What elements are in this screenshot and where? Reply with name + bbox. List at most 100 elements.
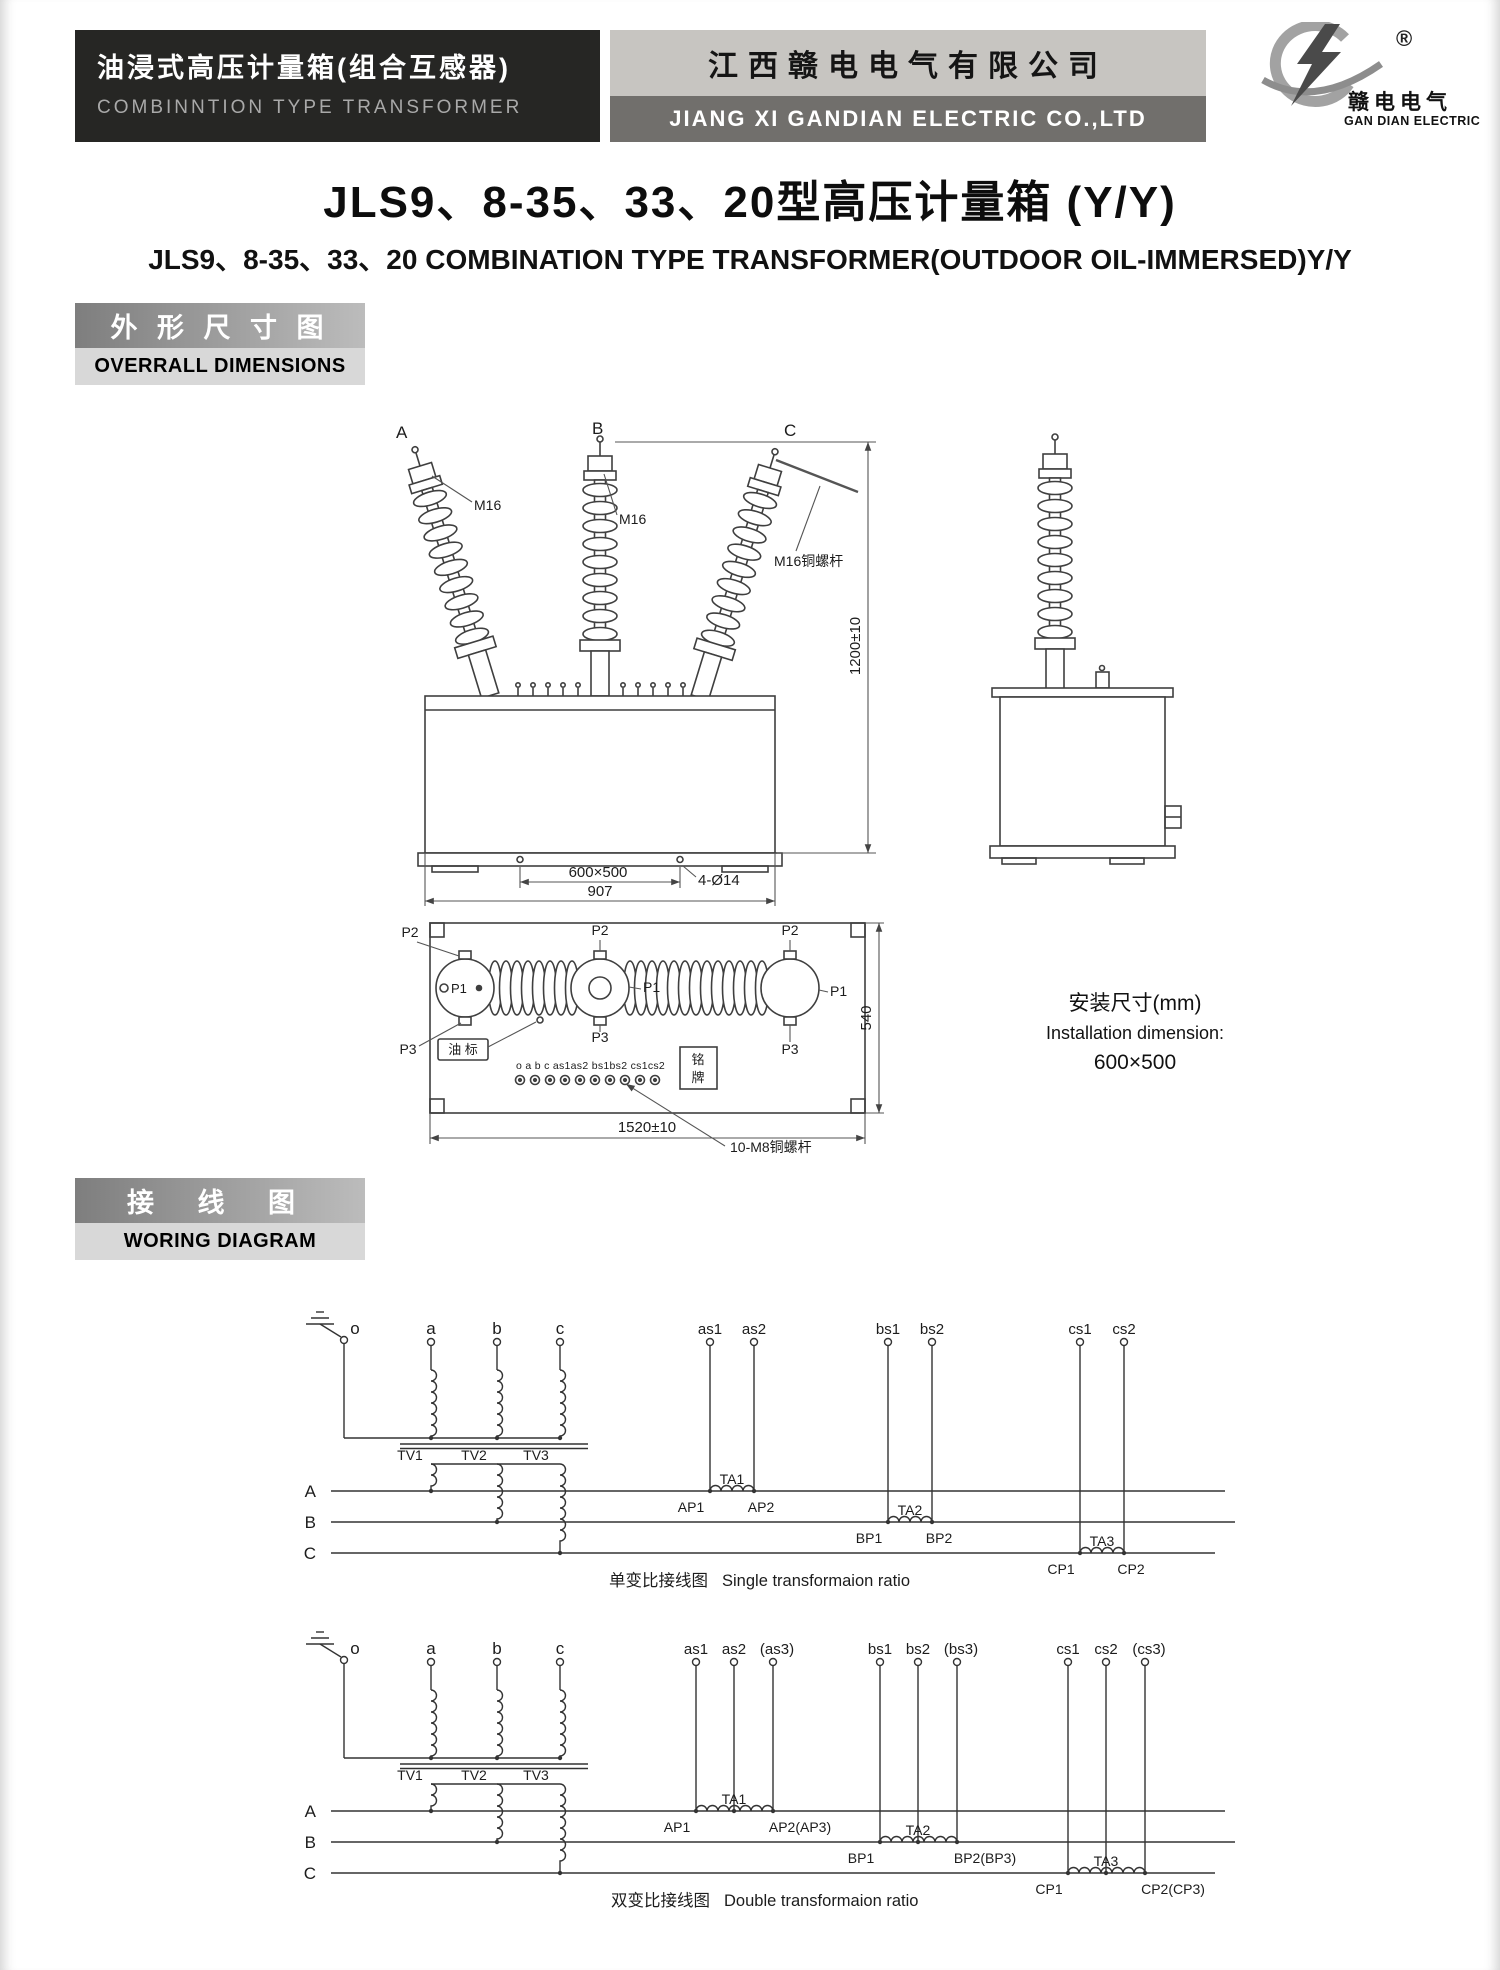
p2-label-right: P2 xyxy=(781,922,798,938)
cs1-label: cs1 xyxy=(1056,1641,1079,1658)
top-view-labels: P2 P2 P2 P1 P1 P1 P3 P3 P3 油 标 铭 牌 o a b… xyxy=(399,922,875,1155)
p2-label-left: P2 xyxy=(401,924,418,940)
terminal-o: o xyxy=(350,1319,359,1338)
page-subtitle: JLS9、8-35、33、20 COMBINATION TYPE TRANSFO… xyxy=(148,244,1352,275)
side-view xyxy=(989,433,1182,865)
cp2-label: CP2(CP3) xyxy=(1141,1881,1205,1897)
width-dimension: 907 xyxy=(587,883,612,900)
product-title-en: COMBINNTION TYPE TRANSFORMER xyxy=(97,97,523,118)
as2-label: as2 xyxy=(722,1641,746,1658)
ap1-label: AP1 xyxy=(678,1499,705,1515)
wiring-diagram-single: o a b c TV1 TV2 TV3 A B C as1 as2 bs1 bs… xyxy=(304,1311,1235,1590)
company-name-cn: 江西赣电电气有限公司 xyxy=(610,30,1206,96)
cs3-label: (cs3) xyxy=(1132,1641,1165,1658)
tv1-label: TV1 xyxy=(397,1447,423,1463)
phase-winding-right xyxy=(622,960,770,1016)
ta3-label: TA3 xyxy=(1090,1533,1115,1549)
caption-cn: 双变比接线图 xyxy=(611,1891,710,1910)
caption-en: Single transformaion ratio xyxy=(722,1572,910,1590)
bp1-label: BP1 xyxy=(856,1530,883,1546)
ta3-label: TA3 xyxy=(1094,1853,1119,1869)
bp2-label: BP2(BP3) xyxy=(954,1850,1016,1866)
outline-drawing: A B C M16 M16 M16铜螺杆 1200±10 600×500 4-Ø… xyxy=(394,419,1182,1155)
as1-label: as1 xyxy=(684,1641,708,1658)
ap2-label: AP2 xyxy=(748,1499,775,1515)
length-dimension: 1520±10 xyxy=(618,1119,676,1136)
phase-line-c: C xyxy=(304,1864,316,1883)
ap1-label: AP1 xyxy=(664,1819,691,1835)
phase-winding-left xyxy=(487,960,580,1016)
section-wiring-subtitle: WORING DIAGRAM xyxy=(75,1223,365,1260)
bushing-top-center xyxy=(570,958,630,1018)
registered-mark: ® xyxy=(1396,26,1413,51)
bs2-label: bs2 xyxy=(920,1321,944,1338)
terminal-a: a xyxy=(426,1639,436,1658)
top-view-outline xyxy=(429,922,866,1114)
secondary-terminal-strip xyxy=(514,1074,661,1086)
terminal-b: b xyxy=(492,1319,501,1338)
terminal-a: a xyxy=(426,1319,436,1338)
bp2-label: BP2 xyxy=(926,1530,953,1546)
height-dimension: 1200±10 xyxy=(847,617,864,675)
p1-label-right: P1 xyxy=(830,983,847,999)
wiring-diagram-double: o a b c TV1 TV2 TV3 A B C as1 as2 (as3) … xyxy=(304,1631,1235,1910)
front-view-labels: A B C M16 M16 M16铜螺杆 1200±10 600×500 4-Ø… xyxy=(396,419,864,900)
nameplate-char-2: 牌 xyxy=(691,1070,704,1085)
phase-b-label: B xyxy=(592,419,603,438)
tank-side xyxy=(999,696,1166,847)
cs1-label: cs1 xyxy=(1068,1321,1091,1338)
base-dimension: 600×500 xyxy=(569,864,628,881)
top-view-dimensions xyxy=(416,922,884,1147)
base-plate xyxy=(417,852,783,867)
oil-gauge-label: 油 标 xyxy=(448,1042,478,1057)
ta2-label: TA2 xyxy=(906,1822,931,1838)
bs2-label: bs2 xyxy=(906,1641,930,1658)
company-banner: 江西赣电电气有限公司 JIANG XI GANDIAN ELECTRIC CO.… xyxy=(610,30,1206,142)
studs-label: 10-M8铜螺杆 xyxy=(730,1139,812,1155)
phase-line-b: B xyxy=(305,1833,316,1852)
logo-text-en: GAN DIAN ELECTRIC xyxy=(1344,114,1481,128)
phase-line-b: B xyxy=(305,1513,316,1532)
cs2-label: cs2 xyxy=(1112,1321,1135,1338)
section-dimensions-badge: 外 形 尺 寸 图 xyxy=(75,303,365,348)
install-dimension: 600×500 xyxy=(1093,1050,1177,1074)
install-line-en: Installation dimension: xyxy=(1045,1022,1225,1043)
p3-label-left: P3 xyxy=(399,1041,416,1057)
caption-cn: 单变比接线图 xyxy=(609,1571,708,1590)
front-view-dimensions xyxy=(424,441,876,906)
company-logo-icon xyxy=(1261,22,1384,107)
single-ratio-circuit xyxy=(306,1311,1235,1556)
product-title-cn: 油浸式高压计量箱(组合互感器) xyxy=(97,53,511,83)
tv3-label: TV3 xyxy=(523,1767,549,1783)
logo-text-cn: 赣电电气 xyxy=(1348,91,1452,114)
front-view xyxy=(394,435,796,873)
nameplate-char-1: 铭 xyxy=(691,1052,704,1067)
phase-line-c: C xyxy=(304,1544,316,1563)
bs1-label: bs1 xyxy=(868,1641,892,1658)
ta1-label: TA1 xyxy=(720,1471,745,1487)
cp2-label: CP2 xyxy=(1117,1561,1144,1577)
company-name-en: JIANG XI GANDIAN ELECTRIC CO.,LTD xyxy=(610,96,1206,142)
lid-bolts xyxy=(514,681,686,696)
cp1-label: CP1 xyxy=(1035,1881,1062,1897)
p3-label-right: P3 xyxy=(781,1041,798,1057)
terminal-c: c xyxy=(556,1639,565,1658)
m16-label-b: M16 xyxy=(619,511,646,527)
section-wiring-badge: 接 线 图 xyxy=(75,1178,365,1223)
installation-note: 安装尺寸(mm) Installation dimension: 600×500 xyxy=(1005,988,1265,1078)
section-dimensions-subtitle: OVERRALL DIMENSIONS xyxy=(75,348,365,385)
bs3-label: (bs3) xyxy=(944,1641,978,1658)
as1-label: as1 xyxy=(698,1321,722,1338)
phase-line-a: A xyxy=(305,1802,317,1821)
top-view xyxy=(429,922,866,1114)
terminal-b: b xyxy=(492,1639,501,1658)
p2-label-center: P2 xyxy=(591,922,608,938)
page-title: JLS9、8-35、33、20型高压计量箱 (Y/Y) xyxy=(323,178,1177,227)
terminal-o: o xyxy=(350,1639,359,1658)
as3-label: (as3) xyxy=(760,1641,794,1658)
ta1-label: TA1 xyxy=(722,1791,747,1807)
p1-label-left: P1 xyxy=(451,981,467,996)
holes-dimension: 4-Ø14 xyxy=(698,872,740,889)
terminal-c: c xyxy=(556,1319,565,1338)
